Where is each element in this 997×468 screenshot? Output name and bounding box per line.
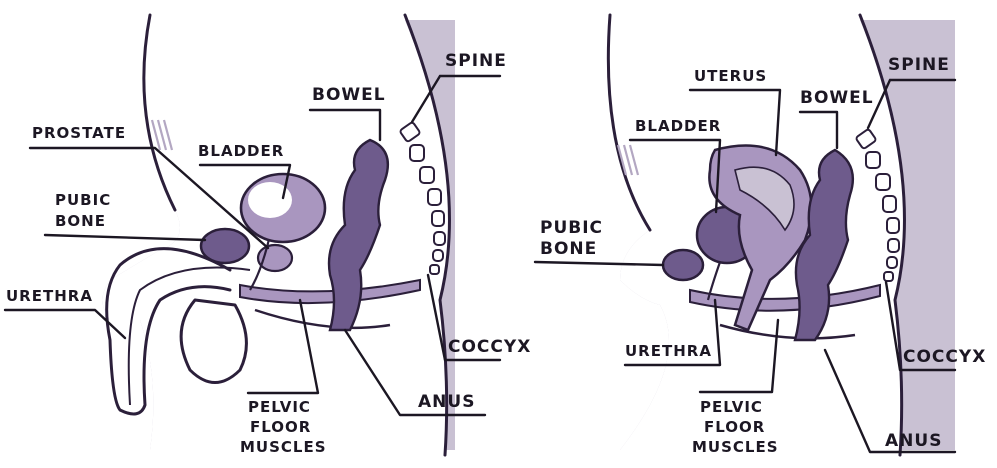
female-label-bowel: BOWEL <box>800 88 874 108</box>
female-label-coccyx: COCCYX <box>903 347 986 367</box>
male-label-pelvic-2: FLOOR <box>250 418 311 436</box>
male-label-bowel: BOWEL <box>312 85 386 105</box>
male-label-pubic-2: BONE <box>55 212 106 230</box>
female-label-pelvic-1: PELVIC <box>700 398 763 416</box>
male-label-prostate: PROSTATE <box>32 124 126 142</box>
female-pubic-bone <box>663 250 703 280</box>
male-diagram: SPINE BOWEL PROSTATE BLADDER PUBIC BONE … <box>5 15 531 456</box>
male-label-coccyx: COCCYX <box>448 337 531 357</box>
female-label-uterus: UTERUS <box>694 67 767 85</box>
female-label-spine: SPINE <box>888 55 950 75</box>
female-label-urethra: URETHRA <box>625 342 712 360</box>
male-label-pelvic-1: PELVIC <box>248 398 311 416</box>
female-diagram: UTERUS SPINE BOWEL BLADDER PUBIC BONE UR… <box>535 15 986 456</box>
male-label-urethra: URETHRA <box>6 287 93 305</box>
female-label-anus: ANUS <box>885 431 942 451</box>
male-label-anus: ANUS <box>418 392 475 412</box>
female-label-pelvic-3: MUSCLES <box>692 438 779 456</box>
male-pubic-bone <box>201 229 249 263</box>
male-label-pelvic-3: MUSCLES <box>240 438 327 456</box>
female-label-pubic-1: PUBIC <box>540 218 603 238</box>
male-label-spine: SPINE <box>445 51 507 71</box>
male-label-bladder: BLADDER <box>198 142 284 160</box>
male-label-pubic-1: PUBIC <box>55 191 111 209</box>
female-label-pubic-2: BONE <box>540 239 597 259</box>
female-label-pelvic-2: FLOOR <box>704 418 765 436</box>
female-label-bladder: BLADDER <box>635 117 721 135</box>
